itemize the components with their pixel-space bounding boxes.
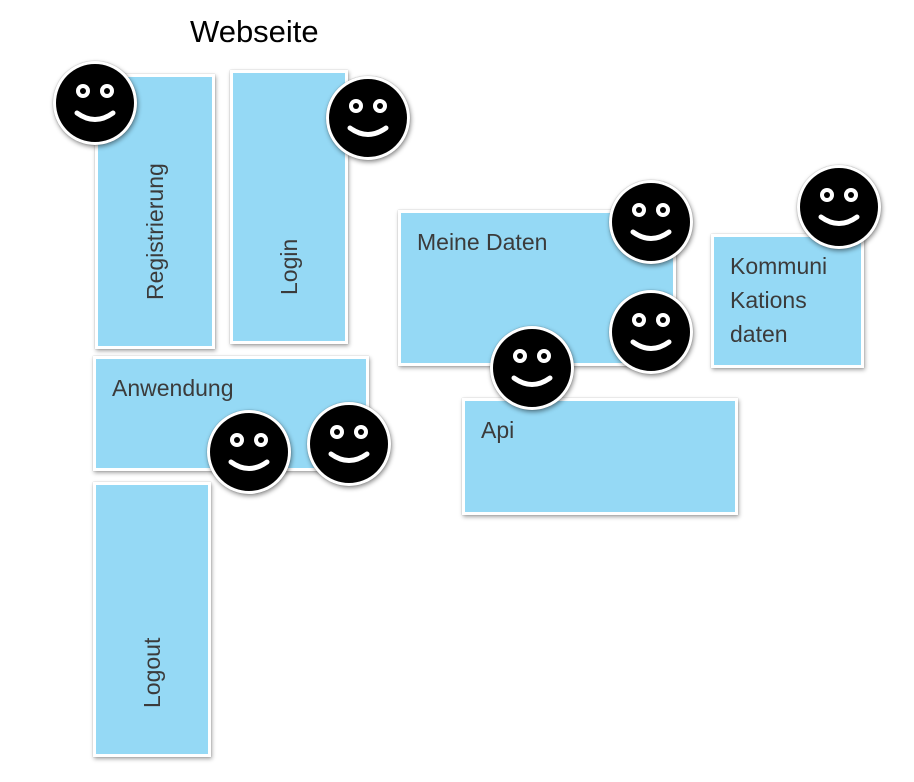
smiley-face-icon: [609, 180, 693, 264]
diagram-title: Webseite: [190, 14, 319, 49]
smiley-face-icon: [797, 165, 881, 249]
label-kommunikationsdaten: Kommuni Kations daten: [730, 249, 827, 351]
box-api: Api: [462, 398, 738, 515]
smiley-face-icon: [609, 290, 693, 374]
smiley-face-icon: [326, 76, 410, 160]
label-meine-daten: Meine Daten: [417, 229, 548, 255]
smiley-face-icon: [490, 326, 574, 410]
label-kommunikation-line-1: Kommuni: [730, 253, 828, 279]
label-anwendung: Anwendung: [112, 375, 234, 401]
label-kommunikation-line-2: Kations: [730, 287, 807, 313]
label-logout: Logout: [139, 637, 165, 708]
label-kommunikation-line-3: daten: [730, 321, 788, 347]
label-api: Api: [481, 417, 515, 443]
label-registrierung: Registrierung: [142, 163, 168, 300]
smiley-face-icon: [307, 402, 391, 486]
box-kommunikationsdaten: Kommuni Kations daten: [711, 234, 864, 368]
box-logout: Logout: [93, 482, 211, 757]
smiley-face-icon: [53, 61, 137, 145]
label-login: Login: [276, 238, 302, 295]
smiley-face-icon: [207, 410, 291, 494]
